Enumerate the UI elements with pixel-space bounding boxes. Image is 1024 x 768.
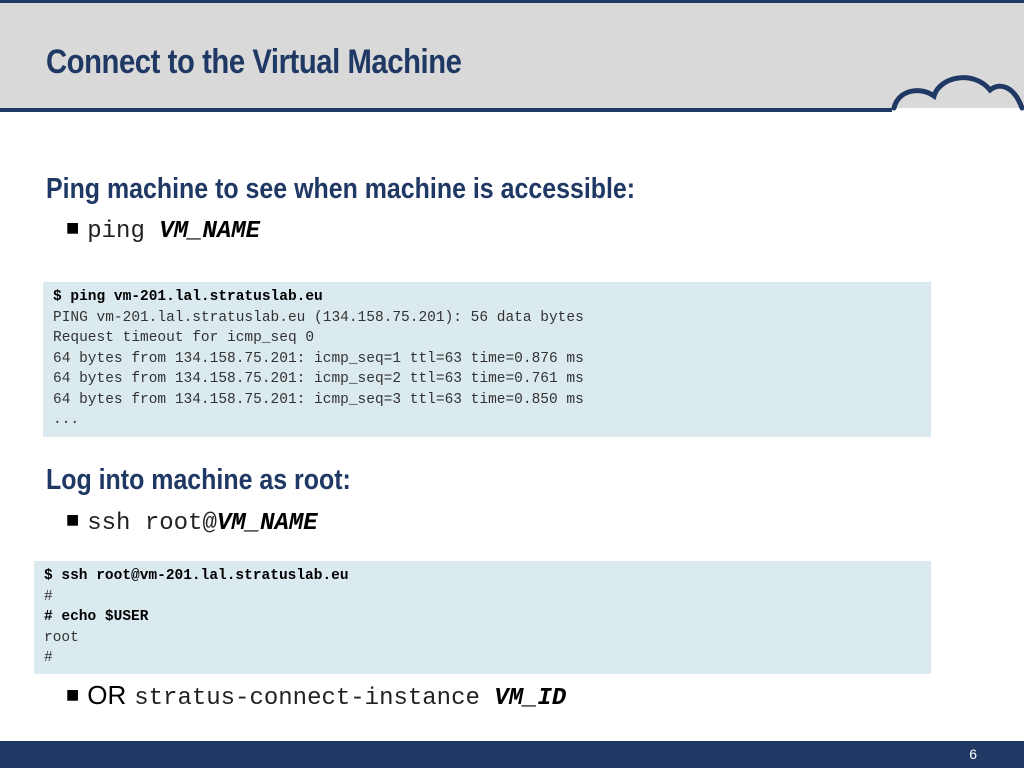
code-line: # echo $USER — [44, 609, 149, 625]
ssh-code-block: $ ssh root@vm-201.lal.stratuslab.eu # # ec… — [34, 561, 931, 674]
ssh-bullet: ■ ssh root@VM_NAME — [66, 510, 318, 537]
ping-bullet: ■ ping VM_NAME — [66, 218, 260, 245]
code-line: # — [44, 588, 53, 605]
code-line: # — [44, 650, 53, 666]
ping-argument: VM_NAME — [159, 218, 261, 245]
page-number: 6 — [969, 746, 977, 762]
code-line: 64 bytes from 134.158.75.201: icmp_seq=2… — [53, 371, 584, 387]
square-bullet-icon: ■ — [66, 687, 80, 703]
code-line: $ ping vm-201.lal.stratuslab.eu — [53, 289, 323, 305]
header-rule — [0, 108, 892, 112]
or-label: OR — [87, 680, 127, 710]
alt-command: stratus-connect-instance — [134, 685, 495, 712]
ping-section-heading: Ping machine to see when machine is acce… — [46, 173, 636, 205]
top-border — [0, 0, 1024, 3]
square-bullet-icon: ■ — [66, 512, 80, 528]
code-line: root — [44, 629, 79, 646]
code-line: 64 bytes from 134.158.75.201: icmp_seq=1… — [53, 350, 584, 367]
slide-header: Connect to the Virtual Machine — [0, 3, 1024, 108]
slide-footer: 6 — [0, 741, 1024, 768]
code-line: PING vm-201.lal.stratuslab.eu (134.158.7… — [53, 309, 584, 326]
ping-command: ping — [87, 218, 160, 245]
cloud-icon — [891, 75, 1024, 111]
ssh-section-heading: Log into machine as root: — [46, 464, 351, 496]
code-line: Request timeout for icmp_seq 0 — [53, 330, 315, 346]
ssh-command: ssh root@ — [87, 510, 217, 537]
alternative-bullet: ■ OR stratus-connect-instance VM_ID — [66, 680, 566, 712]
alt-argument: VM_ID — [494, 685, 567, 712]
square-bullet-icon: ■ — [66, 220, 80, 236]
ssh-argument: VM_NAME — [216, 510, 318, 537]
slide-title: Connect to the Virtual Machine — [46, 43, 462, 81]
code-line: ... — [53, 412, 80, 428]
code-line: 64 bytes from 134.158.75.201: icmp_seq=3… — [53, 391, 584, 408]
code-line: $ ssh root@vm-201.lal.stratuslab.eu — [44, 568, 349, 584]
